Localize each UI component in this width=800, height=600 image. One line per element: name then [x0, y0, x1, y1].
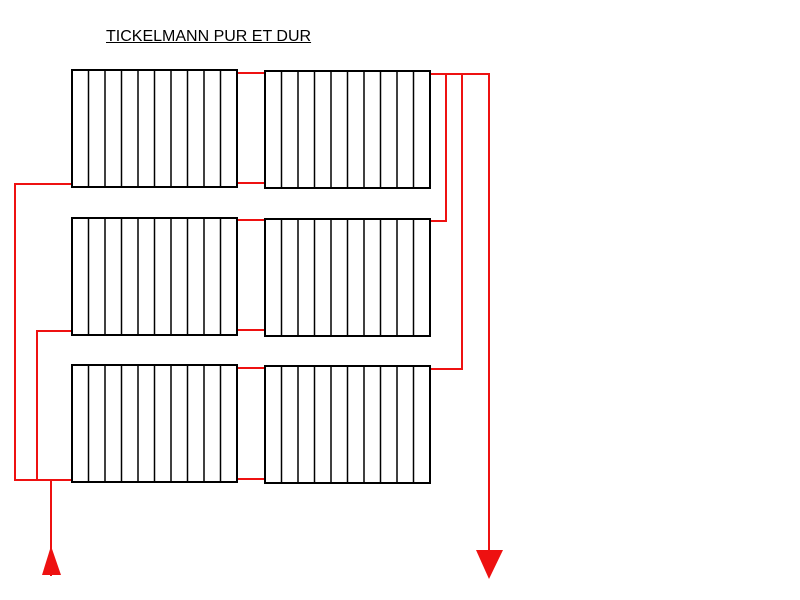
supply-arrow-icon [42, 546, 61, 575]
supply-branch-top-pipe [14, 183, 73, 481]
return-arrow-icon [476, 550, 503, 579]
return-branch-bottom-pipe [429, 73, 463, 370]
return-top-pipe [429, 73, 490, 556]
return-branch-middle-pipe [429, 73, 447, 222]
diagram-title: TICKELMANN PUR ET DUR [106, 28, 312, 45]
supply-branch-middle-pipe [36, 330, 73, 481]
